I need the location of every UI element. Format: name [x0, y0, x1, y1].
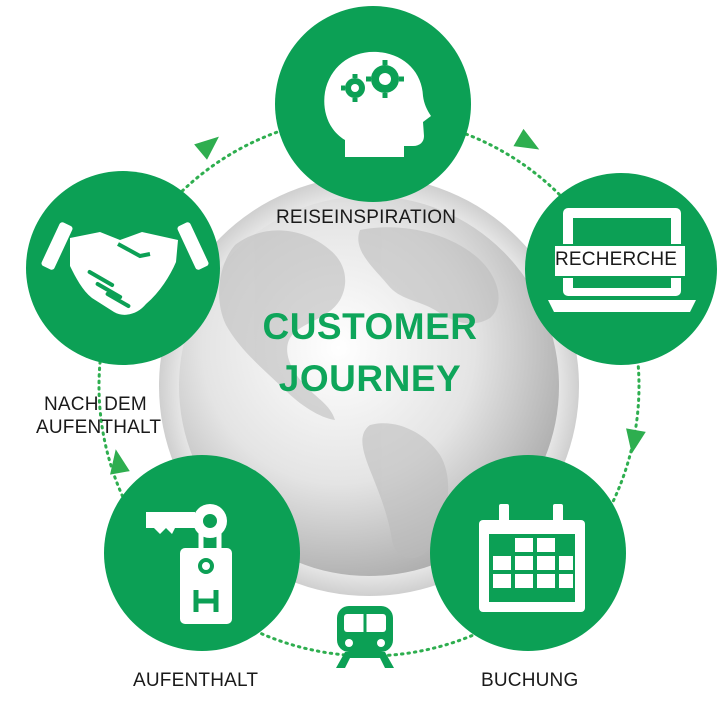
arrow-icon: [110, 449, 130, 475]
label-after-stay-line2: AUFENTHALT: [36, 417, 162, 438]
label-stay: AUFENTHALT: [133, 670, 259, 691]
train-icon: [336, 606, 394, 668]
stage-stay: [104, 455, 300, 651]
stage-after-stay: [26, 171, 220, 365]
hotel-key-icon: [146, 504, 232, 624]
handshake-icon: [41, 222, 209, 315]
stage-inspiration: [275, 6, 471, 202]
arrow-icon: [513, 128, 540, 150]
calendar-icon: [479, 504, 585, 612]
arrow-icon: [194, 136, 219, 160]
stage-booking: [430, 455, 626, 651]
laptop-icon: [548, 208, 696, 312]
center-title-line2: JOURNEY: [278, 358, 462, 399]
stage-research: [525, 173, 717, 365]
arrow-icon: [626, 428, 646, 454]
label-after-stay-line1: NACH DEM: [44, 394, 147, 415]
head-gears-icon: [324, 51, 431, 157]
label-inspiration: REISEINSPIRATION: [276, 207, 457, 228]
label-research: RECHERCHE: [555, 249, 678, 270]
continents: [219, 227, 499, 559]
center-title-line1: CUSTOMER: [262, 306, 478, 347]
label-booking: BUCHUNG: [481, 670, 579, 691]
